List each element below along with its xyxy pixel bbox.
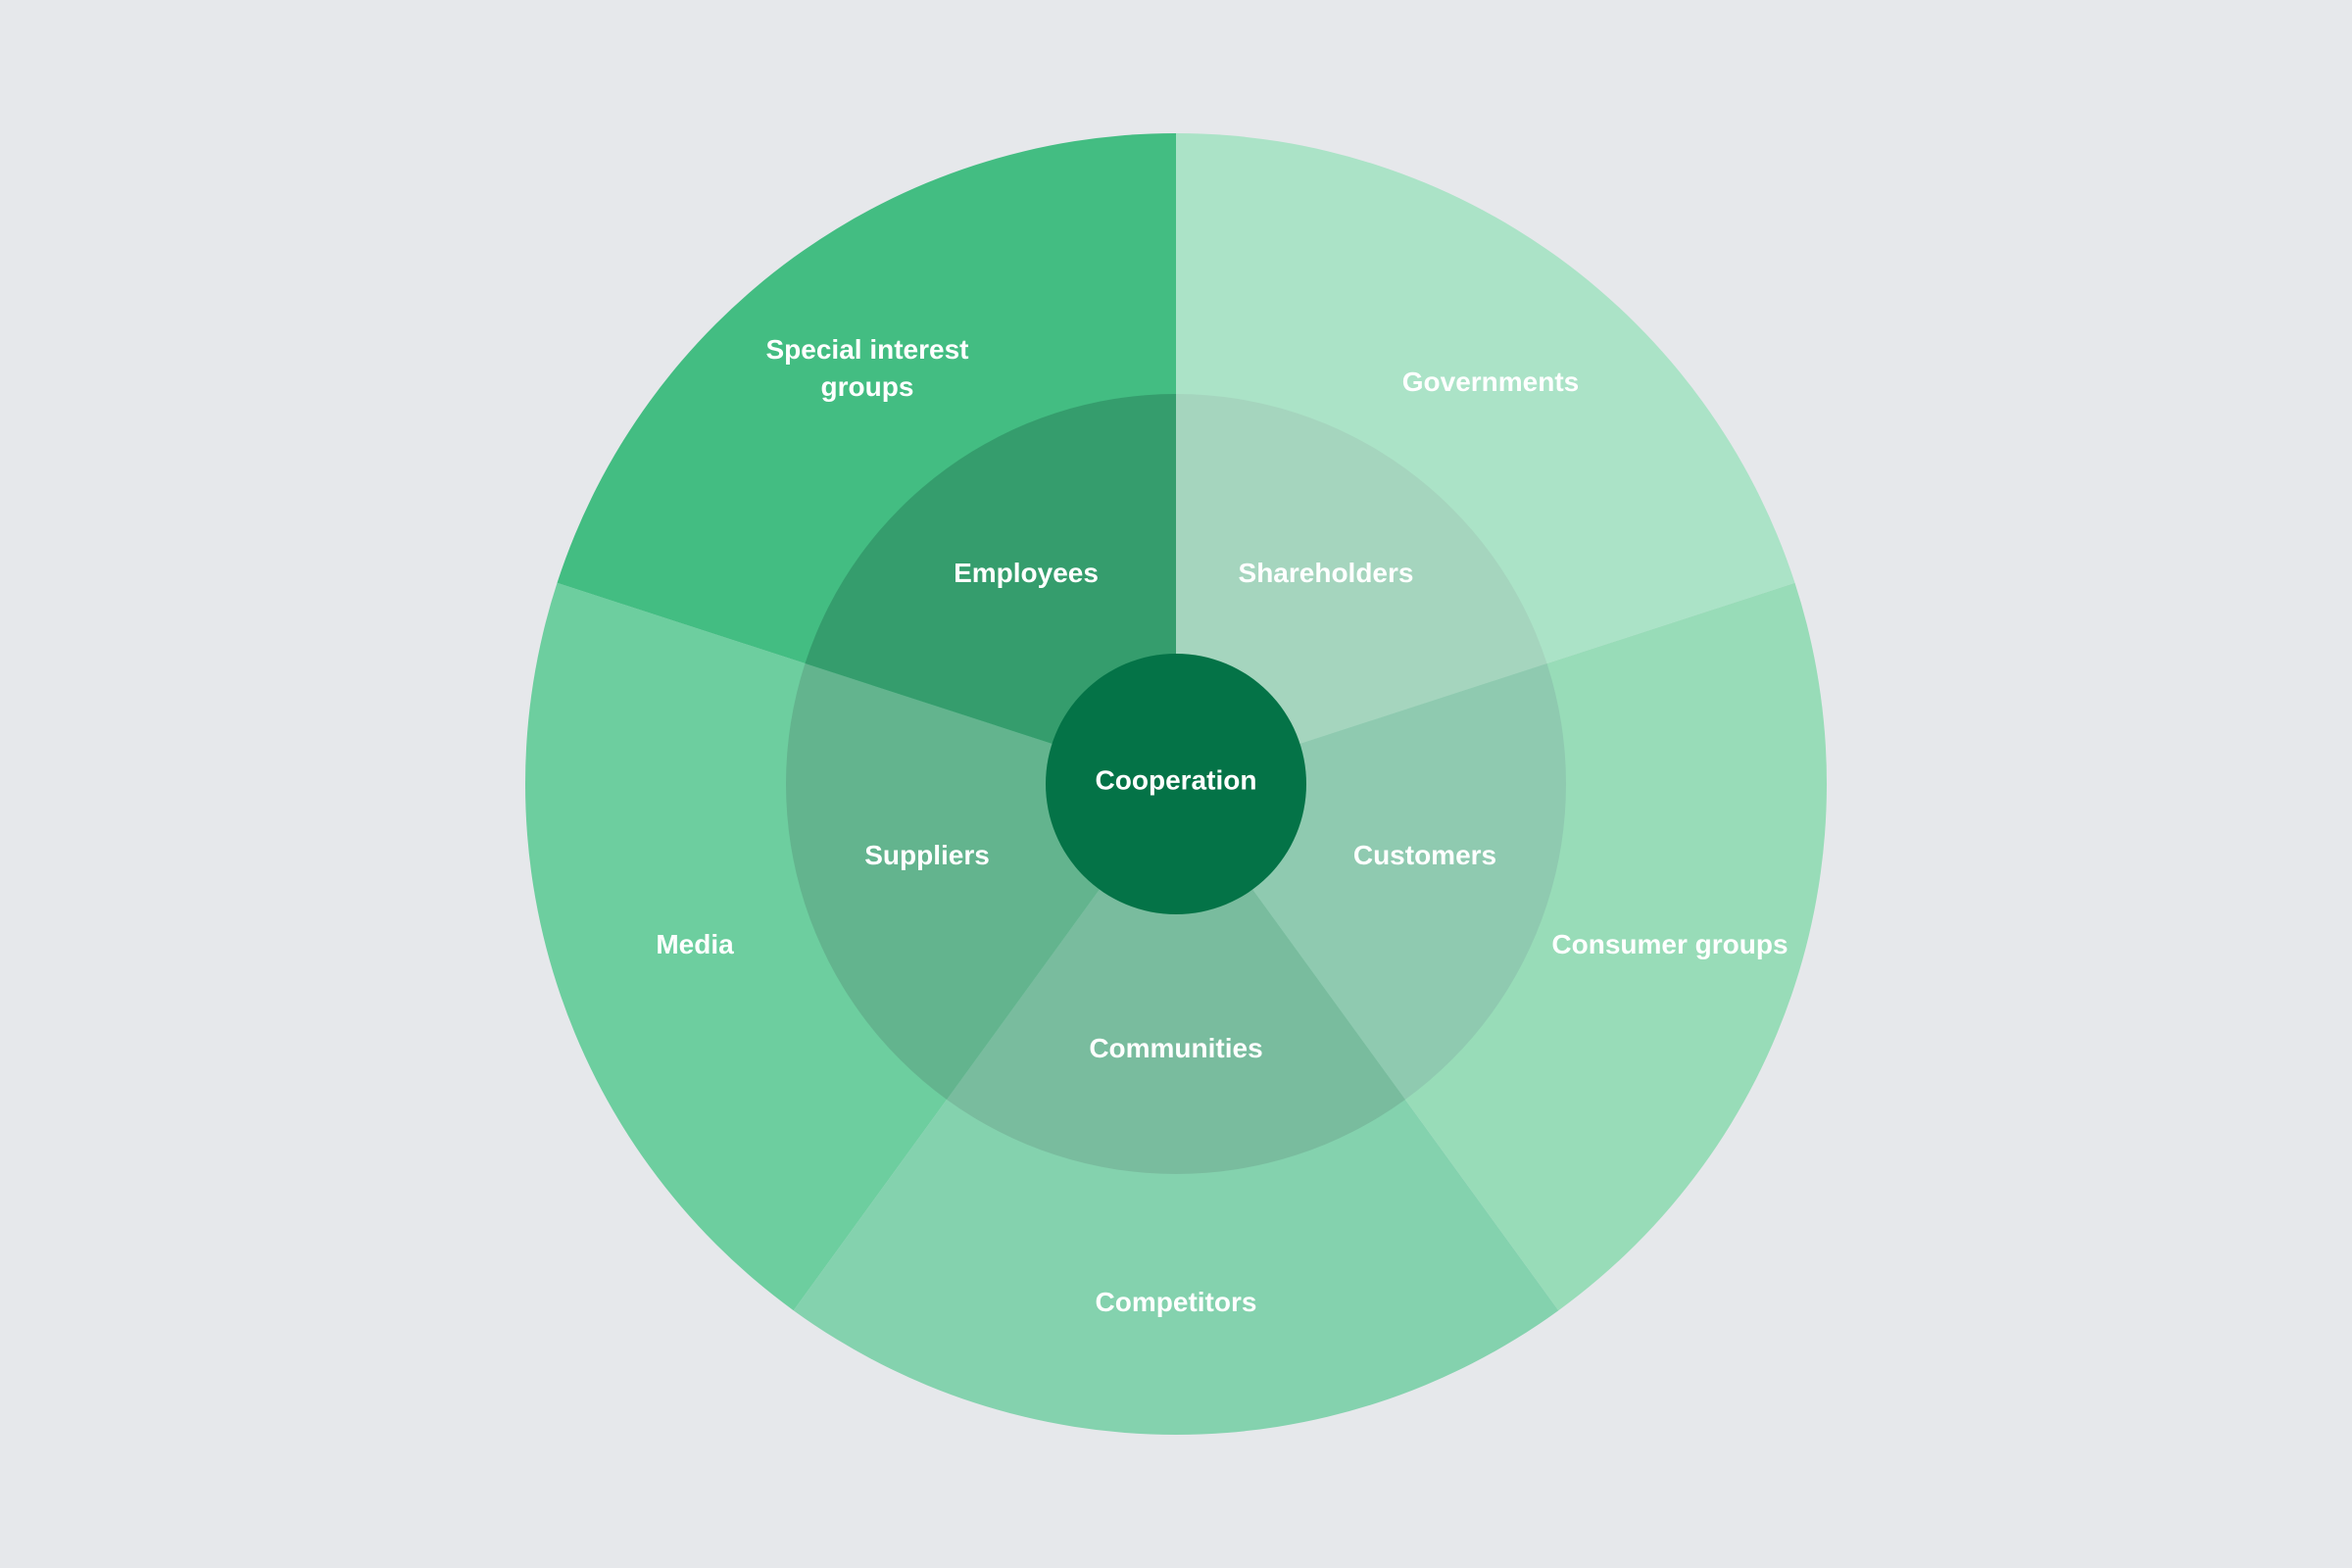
inner-label-employees: Employees bbox=[954, 558, 1099, 588]
inner-segment-shareholders bbox=[1176, 394, 1547, 784]
inner-segment-communities bbox=[947, 784, 1405, 1175]
inner-label-suppliers: Suppliers bbox=[864, 840, 990, 870]
outer-label-governments: Governments bbox=[1402, 367, 1580, 397]
inner-segment-employees bbox=[805, 394, 1176, 784]
outer-label-media: Media bbox=[656, 929, 734, 959]
center-label: Cooperation bbox=[1096, 764, 1257, 795]
center-circle bbox=[1046, 654, 1306, 914]
inner-label-customers: Customers bbox=[1353, 840, 1496, 870]
outer-label-consumer-groups: Consumer groups bbox=[1551, 929, 1788, 959]
inner-label-shareholders: Shareholders bbox=[1239, 558, 1414, 588]
outer-label-competitors: Competitors bbox=[1096, 1287, 1257, 1317]
inner-label-communities: Communities bbox=[1089, 1033, 1262, 1063]
inner-ring bbox=[785, 394, 1567, 1175]
